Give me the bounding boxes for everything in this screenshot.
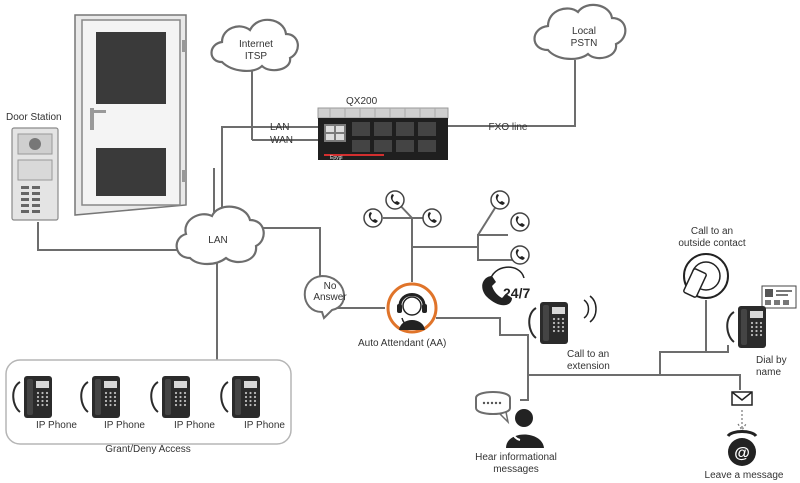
local-label: Local — [572, 26, 596, 37]
ip-phones-box — [5, 359, 292, 445]
grant-deny-label: Grant/Deny Access — [105, 444, 191, 455]
phone-tree — [363, 190, 530, 265]
qx200-gateway: QX200 LAN WAN Epygi FXO line — [270, 96, 528, 161]
lan-cloud-label: LAN — [208, 235, 227, 246]
auto-attendant: Auto Attendant (AA) — [358, 282, 446, 349]
call-extension-line1: Call to an — [567, 349, 609, 360]
badge-247: 24/7 — [482, 266, 530, 306]
leave-message: @ Leave a message — [705, 391, 784, 481]
phone-circle-icon — [385, 190, 405, 210]
ip-phone-label: IP Phone — [36, 420, 77, 431]
itsp-label: ITSP — [245, 51, 268, 62]
svg-text:@: @ — [734, 445, 750, 462]
camera-icon — [29, 138, 41, 150]
extension-phone: Call to an extension — [528, 295, 610, 372]
internet-cloud: Internet ITSP — [210, 18, 299, 72]
pstn-label: PSTN — [571, 38, 598, 49]
wan-port-label: WAN — [270, 135, 293, 146]
dial-by-name-line2: name — [756, 367, 781, 378]
informational-messages: Hear informational messages — [475, 391, 557, 475]
phone-handset-icon — [482, 276, 512, 306]
pstn-cloud: Local PSTN — [533, 3, 627, 60]
at-sign-icon — [728, 438, 756, 466]
phone-circle-icon — [510, 245, 530, 265]
badge-247-label: 24/7 — [503, 285, 530, 301]
door-icon — [74, 14, 187, 216]
ringing-icon — [583, 299, 590, 319]
mobile-phone-icon — [683, 268, 707, 298]
outside-contact-line2: outside contact — [678, 238, 745, 249]
outside-contact-line1: Call to an — [691, 226, 733, 237]
gateway-brand: Epygi — [330, 155, 343, 161]
desk-phone-icon — [726, 305, 767, 349]
auto-attendant-label: Auto Attendant (AA) — [358, 338, 446, 349]
desk-phone-icon — [528, 301, 569, 345]
ip-phone: IP Phone — [12, 375, 77, 431]
phone-circle-icon — [490, 190, 510, 210]
lan-port-label: LAN — [270, 122, 289, 133]
phone-circle-icon — [363, 208, 383, 228]
informational-line2: messages — [493, 464, 539, 475]
phone-circle-icon — [510, 212, 530, 232]
ip-phones-group: IP Phone IP Phone IP Phone IP Phone Gran… — [5, 359, 292, 455]
outside-contact: Call to an outside contact — [678, 226, 746, 299]
headset-icon — [397, 293, 427, 331]
door-station-label: Door Station — [6, 112, 62, 123]
gateway-model-label: QX200 — [346, 96, 378, 107]
ip-phone: IP Phone — [80, 375, 145, 431]
ip-phone-label: IP Phone — [104, 420, 145, 431]
no-answer-bubble: No Answer — [303, 274, 347, 320]
ip-phone-label: IP Phone — [244, 420, 285, 431]
ip-phone: IP Phone — [150, 375, 215, 431]
answer-label: Answer — [313, 292, 347, 303]
directory-icon — [761, 285, 797, 309]
person-listening-icon — [506, 409, 544, 448]
lan-cloud: LAN — [175, 205, 265, 266]
connection-lines — [37, 60, 741, 401]
leave-message-label: Leave a message — [705, 470, 784, 481]
informational-line1: Hear informational — [475, 452, 557, 463]
dial-by-name-line1: Dial by — [756, 355, 787, 366]
no-label: No — [324, 281, 337, 292]
call-extension-line2: extension — [567, 361, 610, 372]
internet-label: Internet — [239, 39, 273, 50]
door-station: Door Station — [6, 112, 62, 221]
ip-phone: IP Phone — [220, 375, 285, 431]
phone-circle-icon — [422, 208, 442, 228]
ip-phone-label: IP Phone — [174, 420, 215, 431]
fxo-line-label: FXO line — [489, 122, 528, 133]
dial-by-name: Dial by name — [726, 285, 797, 378]
